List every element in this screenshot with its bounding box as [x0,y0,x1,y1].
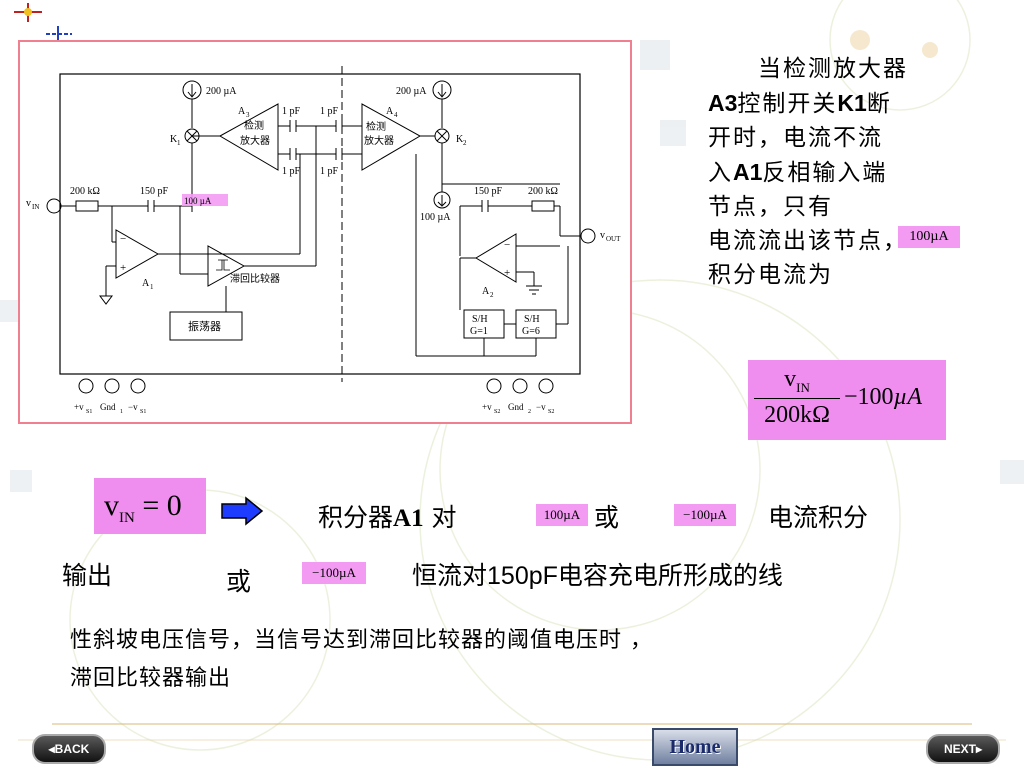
supply-pins-right: +v S2 Gnd 2 −v S2 [482,378,554,415]
crosshair-icon [14,3,42,22]
svg-text:4: 4 [394,111,398,119]
row2-output: 输出 [62,561,113,590]
r-right-label: 200 kΩ [528,186,558,197]
svg-text:IN: IN [32,203,39,211]
conclusion-paragraph: 性斜坡电压信号，当信号达到滞回比较器的阈值电压时 ， 滞回比较器输出 [70,622,653,698]
svg-text:1: 1 [150,283,154,291]
row2-or: 或 [226,567,252,596]
r-left-label: 200 kΩ [70,186,100,197]
badge-row2-neg: −100µA [302,562,366,584]
svg-text:S2: S2 [548,409,554,415]
crosshair-small-icon [46,26,72,40]
explanation-line-2: A3控制开关K1断 [708,90,892,117]
row1-text-a: 积分器A1 对 [318,503,457,532]
badge-row1-pos: 100µA [536,504,588,526]
svg-text:1: 1 [120,409,123,415]
vin-label: v [26,198,31,209]
row2-text: 恒流对150pF电容充电所形成的线 [412,561,783,590]
amp3-text-2: 放大器 [240,134,270,147]
svg-text:1: 1 [177,139,181,147]
a4-label: A [386,106,394,117]
amp4-text-2: 放大器 [364,134,394,147]
next-arrow-icon: ▸ [975,742,983,756]
svg-text:Gnd: Gnd [100,402,116,412]
a2-label: A [482,286,490,297]
conclusion-line-2: 滞回比较器输出 [70,666,232,691]
svg-text:+: + [120,262,126,274]
right-arrow-icon [221,496,264,526]
supply-pins-left: +v S1 Gnd 1 −v S1 [74,378,146,415]
c-right-label: 150 pF [474,186,503,197]
svg-text:2: 2 [490,291,494,299]
integration-current-formula: vIN 200kΩ −100µA [748,360,946,440]
formula-tail: −100µA [844,384,923,410]
mid-current-label: 100 µA [184,196,212,206]
a1-label: A [142,278,150,289]
sh1-line1: S/H [472,314,488,325]
a3-label: A [238,106,246,117]
explanation-text: 当检测放大器 A3控制开关K1断 开时，电流不流 入A1反相输入端 节点，只有 … [708,52,968,292]
right-current-label: 100 µA [420,212,451,223]
row1-or: 或 [594,503,620,532]
isolation-amplifier-schematic: 200 µA K 1 检测 放大器 A 3 1 pF 1 pF 1 pF 1 p… [26,66,621,415]
comparator-label: 滞回比较器 [230,272,280,285]
explanation-line-6: 电流流出该节点， [708,228,908,254]
svg-text:2: 2 [463,139,467,147]
amp3-text-1: 检测 [244,119,264,132]
back-button[interactable]: ◂BACK [32,734,106,764]
svg-text:S2: S2 [494,409,500,415]
sh1-line2: G=1 [470,326,488,337]
svg-text:S1: S1 [86,409,92,415]
svg-text:+: + [504,267,510,279]
svg-text:OUT: OUT [606,235,621,243]
badge-row1-neg: −100µA [674,504,736,526]
vout-label: v [600,230,605,241]
cap3-label: 1 pF [282,166,301,177]
svg-text:+v: +v [482,402,492,412]
vin-zero-condition: vIN = 0 [94,478,206,534]
explanation-line-7: 积分电流为 [708,262,833,288]
svg-text:−: − [120,233,126,245]
explanation-line-4: 入A1反相输入端 [708,159,888,186]
amp4-text-1: 检测 [366,120,386,133]
k2-label: K [456,134,464,145]
cap1-label: 1 pF [282,106,301,117]
next-button[interactable]: NEXT▸ [926,734,1000,764]
svg-text:−: − [504,239,510,251]
explanation-line-1: 当检测放大器 [758,56,908,82]
formula-numerator: vIN [784,366,810,395]
svg-text:2: 2 [528,409,531,415]
cur-source-label-left: 200 µA [206,86,237,97]
conclusion-line-1: 性斜坡电压信号，当信号达到滞回比较器的阈值电压时 ， [70,628,653,653]
cap2-label: 1 pF [320,106,339,117]
cap4-label: 1 pF [320,166,339,177]
current-badge-right: 100µA [898,226,960,248]
circuit-diagram-frame: 200 µA K 1 检测 放大器 A 3 1 pF 1 pF 1 pF 1 p… [18,40,632,424]
k1-label: K [170,134,178,145]
row1-text-b: 电流积分 [768,503,869,532]
svg-text:−v: −v [536,402,546,412]
svg-text:S1: S1 [140,409,146,415]
sh2-line2: G=6 [522,326,540,337]
home-button[interactable]: Home [652,728,738,766]
explanation-line-5: 节点，只有 [708,194,833,220]
c-left-label: 150 pF [140,186,169,197]
sh2-line1: S/H [524,314,540,325]
svg-text:3: 3 [246,111,250,119]
back-arrow-icon: ◂ [48,742,55,756]
svg-text:Gnd: Gnd [508,402,524,412]
formula-denominator: 200kΩ [764,402,830,428]
explanation-line-3: 开时，电流不流 [708,125,883,151]
formula-fraction-bar [754,398,840,399]
svg-text:+v: +v [74,402,84,412]
oscillator-label: 振荡器 [188,319,221,333]
svg-text:−v: −v [128,402,138,412]
cur-source-label-right: 200 µA [396,86,427,97]
